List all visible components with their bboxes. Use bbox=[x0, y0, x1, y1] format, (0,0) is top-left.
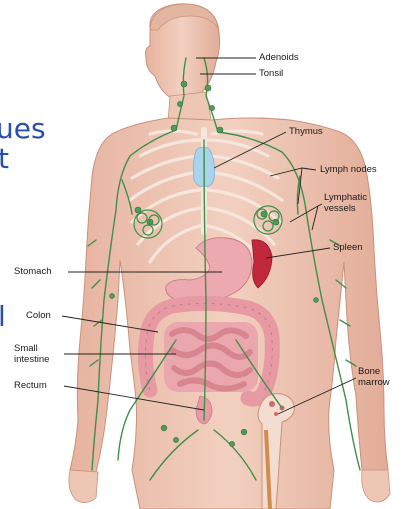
label-small-intestine-1: Small bbox=[14, 343, 38, 354]
label-colon: Colon bbox=[26, 310, 51, 321]
label-rectum: Rectum bbox=[14, 380, 47, 391]
label-tonsil: Tonsil bbox=[259, 68, 283, 79]
label-small-intestine-2: intestine bbox=[14, 354, 49, 365]
label-thymus: Thymus bbox=[289, 126, 323, 137]
label-adenoids: Adenoids bbox=[259, 52, 299, 63]
label-lymphatic-vessels-2: vessels bbox=[324, 203, 356, 214]
label-bone-marrow-1: Bone bbox=[358, 366, 380, 377]
left-hand bbox=[69, 470, 98, 503]
small-intestine bbox=[164, 322, 258, 392]
label-spleen: Spleen bbox=[333, 242, 363, 253]
right-hand bbox=[362, 470, 390, 502]
label-lymph-nodes: Lymph nodes bbox=[320, 164, 377, 175]
label-stomach: Stomach bbox=[14, 266, 52, 277]
label-lymphatic-vessels-1: Lymphatic bbox=[324, 192, 367, 203]
label-bone-marrow-2: marrow bbox=[358, 377, 390, 388]
